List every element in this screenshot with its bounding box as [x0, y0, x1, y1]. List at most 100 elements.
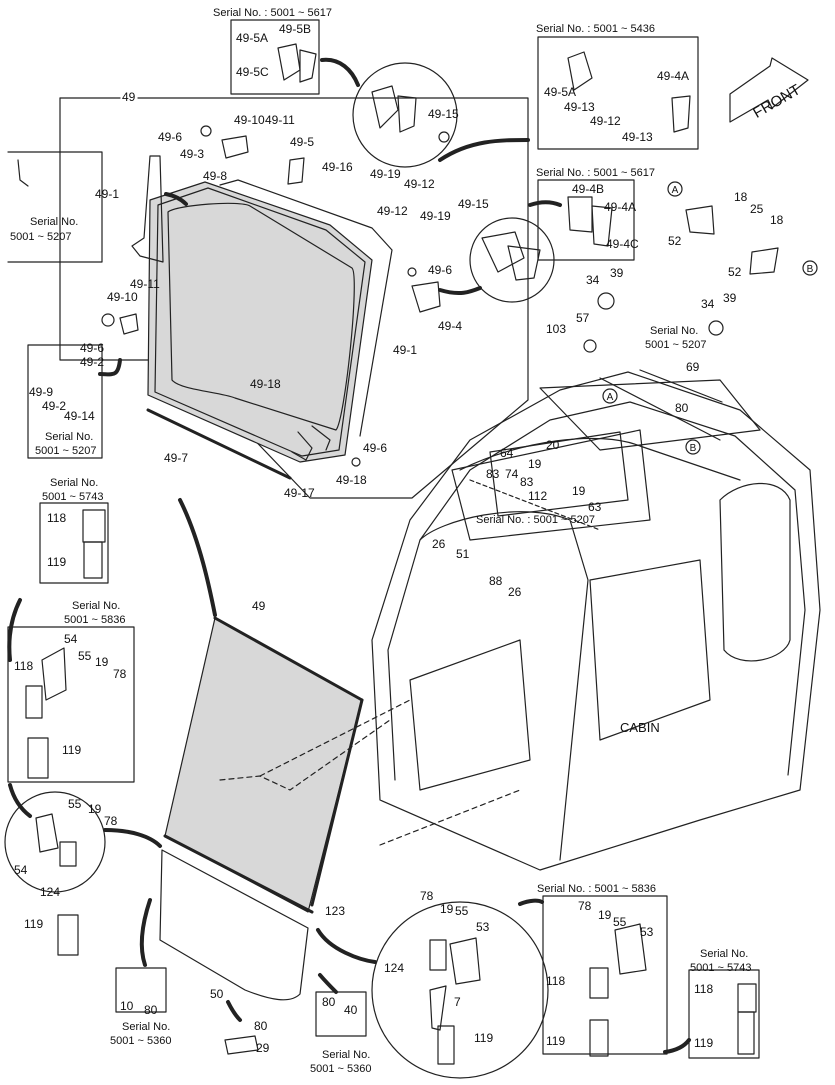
part-label-97: 78 — [578, 899, 592, 913]
part-118-left — [82, 509, 106, 543]
part-label-91: 19 — [440, 902, 454, 916]
connector-swoosh-6 — [178, 498, 217, 617]
part-label-73: 118 — [14, 659, 33, 673]
part-57 — [583, 339, 597, 353]
part-label-44: 52 — [668, 234, 682, 248]
part-label-15: 49-12 — [590, 114, 621, 128]
latch-49-5b-top — [299, 49, 317, 83]
serial-label-s5207_c_1: Serial No. — [45, 431, 93, 443]
part-label-86: 80 — [254, 1019, 268, 1033]
connector-swoosh-5 — [98, 358, 122, 377]
part-label-50: 34 — [701, 297, 715, 311]
part-119-zoom-right — [437, 1025, 455, 1065]
part-label-90: 78 — [420, 889, 434, 903]
part-label-93: 53 — [476, 920, 490, 934]
clip-49-17 — [291, 431, 313, 461]
part-label-71: 19 — [95, 655, 109, 669]
serial-label-s5836_a_2: 5001 ~ 5836 — [64, 614, 125, 626]
part-label-14: 49-13 — [564, 100, 595, 114]
group-49-outline — [59, 97, 529, 499]
part-119-far-right — [737, 1011, 755, 1055]
cabin-roof-rear — [539, 379, 761, 451]
part-label-87: 29 — [256, 1041, 270, 1055]
part-label-62: 63 — [588, 500, 602, 514]
part-label-104: 119 — [694, 1036, 713, 1050]
part-49-6-low — [351, 457, 361, 467]
rail-49-7 — [146, 408, 292, 480]
part-label-30: 49-6 — [80, 341, 104, 355]
part-label-41: 18 — [734, 190, 748, 204]
latch-49-5a-zoom — [371, 85, 399, 129]
part-label-17: 49-4A — [657, 69, 689, 83]
connector-swoosh-9 — [103, 828, 162, 848]
inset-5743-left-frame — [39, 502, 109, 584]
dashed-link-window — [219, 699, 411, 791]
part-49-15 — [438, 131, 450, 143]
ref-b-label-roof: B — [690, 443, 697, 454]
part-7-zoom — [429, 985, 447, 1031]
part-label-35: 49-14 — [64, 409, 95, 423]
zoom-circle-lock-left — [4, 791, 106, 893]
inset-5617-top-frame — [230, 19, 320, 95]
part-label-54: 64 — [500, 446, 514, 460]
serial-label-s5207_b_1: Serial No. — [650, 325, 698, 337]
inset-5436-frame — [537, 36, 699, 150]
zoom-circle-lock-right — [371, 901, 549, 1079]
connector-swoosh-8 — [8, 783, 32, 818]
connector-swoosh-14 — [226, 1000, 242, 1022]
part-label-11: 49-19 — [370, 167, 401, 181]
part-label-23: 49-12 — [377, 204, 408, 218]
part-label-65: 88 — [489, 574, 503, 588]
part-label-94: 124 — [384, 961, 404, 975]
serial-label-s5743_a_2: 5001 ~ 5743 — [42, 491, 103, 503]
part-124-zoom-right — [429, 939, 447, 971]
part-49-6-mid — [407, 267, 417, 277]
inset-5207-frame-a — [7, 151, 103, 263]
ref-a-marker-roof — [602, 388, 618, 404]
part-29 — [224, 1035, 259, 1055]
cabin-body-outline — [371, 371, 821, 871]
serial-label-s5743_b_1: Serial No. — [700, 948, 748, 960]
part-label-31: 49-2 — [80, 355, 104, 369]
part-label-33: 49-9 — [29, 385, 53, 399]
part-label-37: 49-7 — [164, 451, 188, 465]
clip-49-17b — [311, 425, 331, 451]
rail-123 — [163, 834, 314, 914]
part-label-98: 19 — [598, 908, 612, 922]
part-label-67: 118 — [47, 511, 66, 525]
window-frame-inner — [154, 187, 366, 457]
part-label-19: 49-1 — [95, 187, 119, 201]
part-label-38: 49-17 — [284, 486, 315, 500]
ref-a-label-roof: A — [607, 392, 614, 403]
part-label-96: 119 — [474, 1031, 493, 1045]
connector-swoosh-2 — [438, 138, 530, 162]
part-119-left — [83, 541, 103, 579]
latch-49-4b-zoom — [481, 231, 525, 273]
part-label-95: 7 — [454, 995, 461, 1009]
front-label: FRONT — [750, 81, 803, 122]
lock-53-zoom — [449, 937, 481, 985]
connector-swoosh-4 — [528, 200, 562, 207]
serial-label-s5836_b: Serial No. : 5001 ~ 5836 — [537, 883, 656, 895]
part-label-102: 119 — [546, 1034, 565, 1048]
cap-34 — [597, 292, 615, 310]
bracket-52-lower — [749, 247, 779, 275]
part-label-12: 49-12 — [404, 177, 435, 191]
hinge-profile-49-1 — [131, 155, 164, 263]
part-119-right — [589, 1019, 609, 1057]
part-label-92: 55 — [455, 904, 469, 918]
latch-49-4a-inset — [591, 205, 613, 247]
part-label-81: 119 — [24, 917, 43, 931]
latch-49-4 — [411, 281, 441, 313]
part-118-left-b — [25, 685, 43, 719]
serial-label-s5617_mid: Serial No. : 5001 ~ 5617 — [536, 167, 655, 179]
part-label-20: 49-4B — [572, 182, 604, 196]
serial-label-s5436: Serial No. : 5001 ~ 5436 — [536, 23, 655, 35]
ref-b-label-right: B — [807, 264, 814, 275]
part-label-8: 49-5 — [290, 135, 314, 149]
lock-54-zoom — [35, 813, 59, 853]
latch-49-5b-zoom — [397, 95, 417, 133]
weatherstrip-49-18 — [167, 202, 355, 431]
part-label-6: 49-6 — [158, 130, 182, 144]
cabin-body-inner — [387, 401, 806, 781]
